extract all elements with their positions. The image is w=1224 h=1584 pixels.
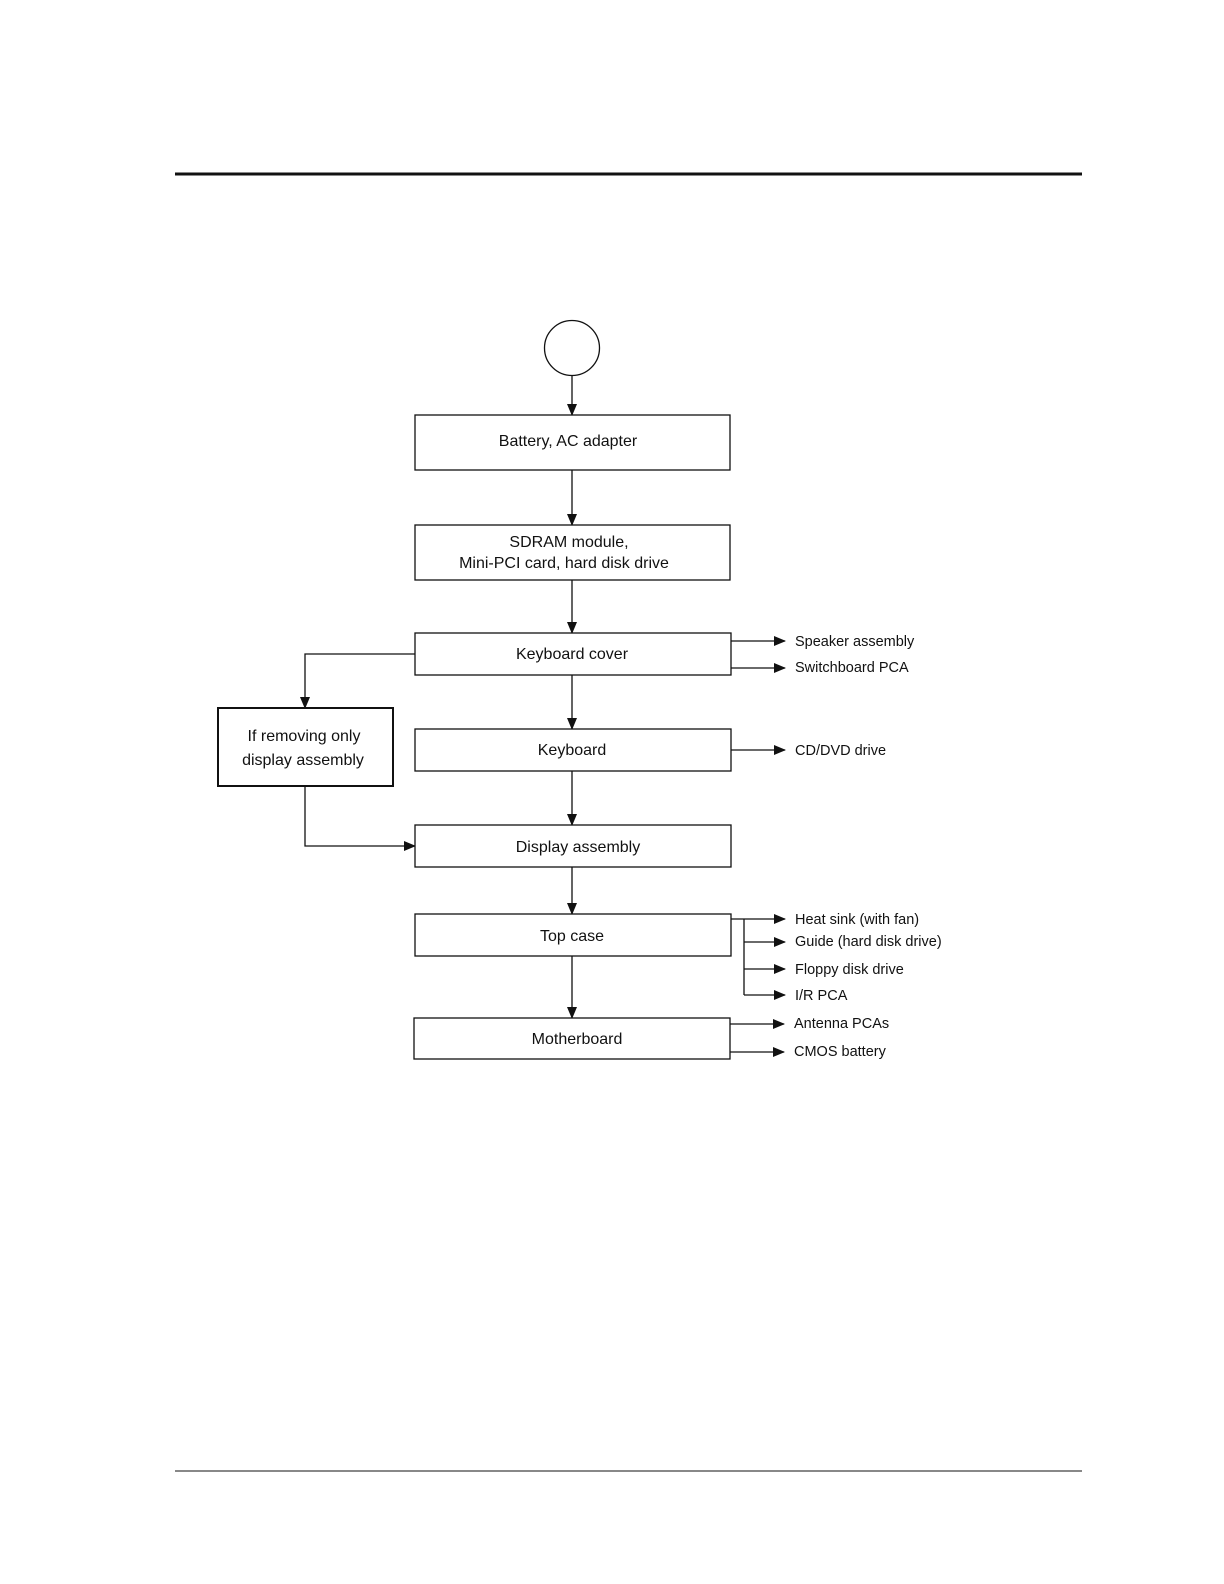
node-display-assembly-label: Display assembly [516, 839, 640, 856]
side-item-guide-hdd: Guide (hard disk drive) [795, 934, 942, 950]
edge-display-only-to-display [304, 786, 416, 851]
node-battery-box [414, 414, 731, 471]
node-keyboard-cover-label: Keyboard cover [516, 646, 629, 663]
side-item-ir-pca: I/R PCA [795, 988, 848, 1004]
node-motherboard-box [413, 1017, 731, 1060]
side-item-cd-dvd-drive: CD/DVD drive [795, 743, 886, 759]
node-display-only-box [217, 707, 394, 787]
node-battery-label: Battery, AC adapter [499, 433, 638, 450]
side-item-antenna-pcas: Antenna PCAs [794, 1016, 889, 1032]
node-sdram-label-line2: Mini-PCI card, hard disk drive [459, 555, 669, 572]
node-keyboard-cover-box [414, 632, 732, 676]
node-display-only-label-line1: If removing only [248, 728, 361, 745]
start-circle [543, 319, 601, 377]
side-item-heat-sink: Heat sink (with fan) [795, 912, 919, 928]
node-sdram-label-line1: SDRAM module, [509, 534, 628, 551]
side-item-switchboard-pca: Switchboard PCA [795, 660, 909, 676]
node-motherboard-label: Motherboard [532, 1031, 623, 1048]
side-item-cmos-battery: CMOS battery [794, 1044, 887, 1060]
edge-keyboard-cover-to-display-only [300, 653, 415, 709]
node-top-case-box [414, 913, 732, 957]
node-keyboard-label: Keyboard [538, 742, 607, 759]
node-display-assembly-box [414, 824, 732, 868]
side-item-speaker-assembly: Speaker assembly [795, 634, 915, 650]
node-sdram-box [414, 524, 731, 581]
node-top-case-label: Top case [540, 928, 604, 945]
node-display-only-label-line2: display assembly [242, 752, 364, 769]
node-keyboard-box [414, 728, 732, 772]
side-item-floppy-disk-drive: Floppy disk drive [795, 962, 904, 978]
